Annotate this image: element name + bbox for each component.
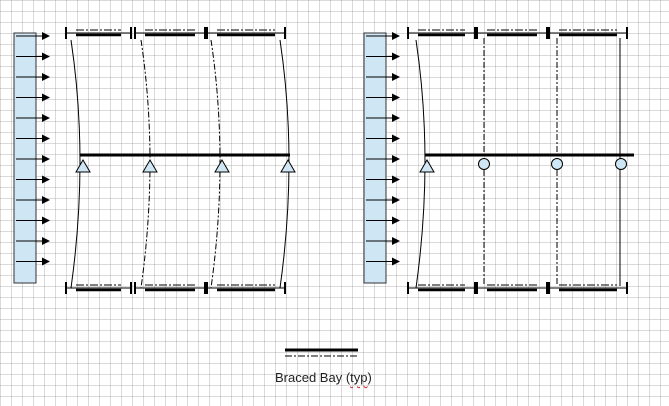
legend-braced-bay-symbol [285, 348, 358, 357]
load-arrow-icon [42, 73, 50, 81]
pin-support-icon [280, 159, 296, 173]
load-arrow-icon [42, 155, 50, 163]
pin-support-icon [142, 159, 158, 173]
load-arrow-icon [42, 257, 50, 266]
roller-support-icon [551, 158, 563, 170]
load-arrow-icon [392, 134, 400, 143]
legend-label-after: ) [367, 370, 372, 385]
load-arrow-icon [42, 114, 50, 122]
load-arrow-icon [392, 93, 400, 102]
load-arrow-icon [392, 52, 400, 61]
deflected-column [415, 39, 426, 289]
load-arrow-icon [392, 32, 400, 40]
load-arrow-icon [392, 196, 400, 204]
load-arrow-icon [42, 237, 50, 245]
roller-support-icon [478, 158, 490, 170]
load-arrow-icon [392, 155, 400, 163]
right-diagram-roller-supports [363, 27, 634, 294]
roller-support-icon [615, 158, 627, 170]
load-arrow-icon [42, 134, 50, 143]
deflected-column [210, 39, 221, 289]
load-arrow-icon [392, 73, 400, 81]
load-arrow-icon [392, 114, 400, 122]
pin-support-icon [419, 159, 435, 173]
pin-support-icon [214, 159, 230, 173]
load-arrow-icon [392, 216, 400, 225]
load-arrow-icon [42, 32, 50, 40]
load-arrow-icon [42, 52, 50, 61]
pin-support-icon [75, 159, 91, 173]
legend-label: Braced Bay (typ) [275, 370, 372, 385]
load-arrow-icon [392, 175, 400, 184]
left-diagram-pinned-supports [13, 27, 296, 294]
load-arrow-icon [392, 237, 400, 245]
wind-load-block [363, 32, 387, 284]
deflected-column [70, 39, 81, 289]
load-arrow-icon [42, 216, 50, 225]
load-arrow-icon [42, 196, 50, 204]
load-arrow-icon [42, 175, 50, 184]
load-arrow-icon [42, 93, 50, 102]
legend-label-before: Braced Bay ( [275, 370, 351, 385]
load-arrow-icon [392, 257, 400, 266]
legend-label-flagged: typ [350, 370, 368, 385]
wind-load-block [13, 32, 37, 284]
